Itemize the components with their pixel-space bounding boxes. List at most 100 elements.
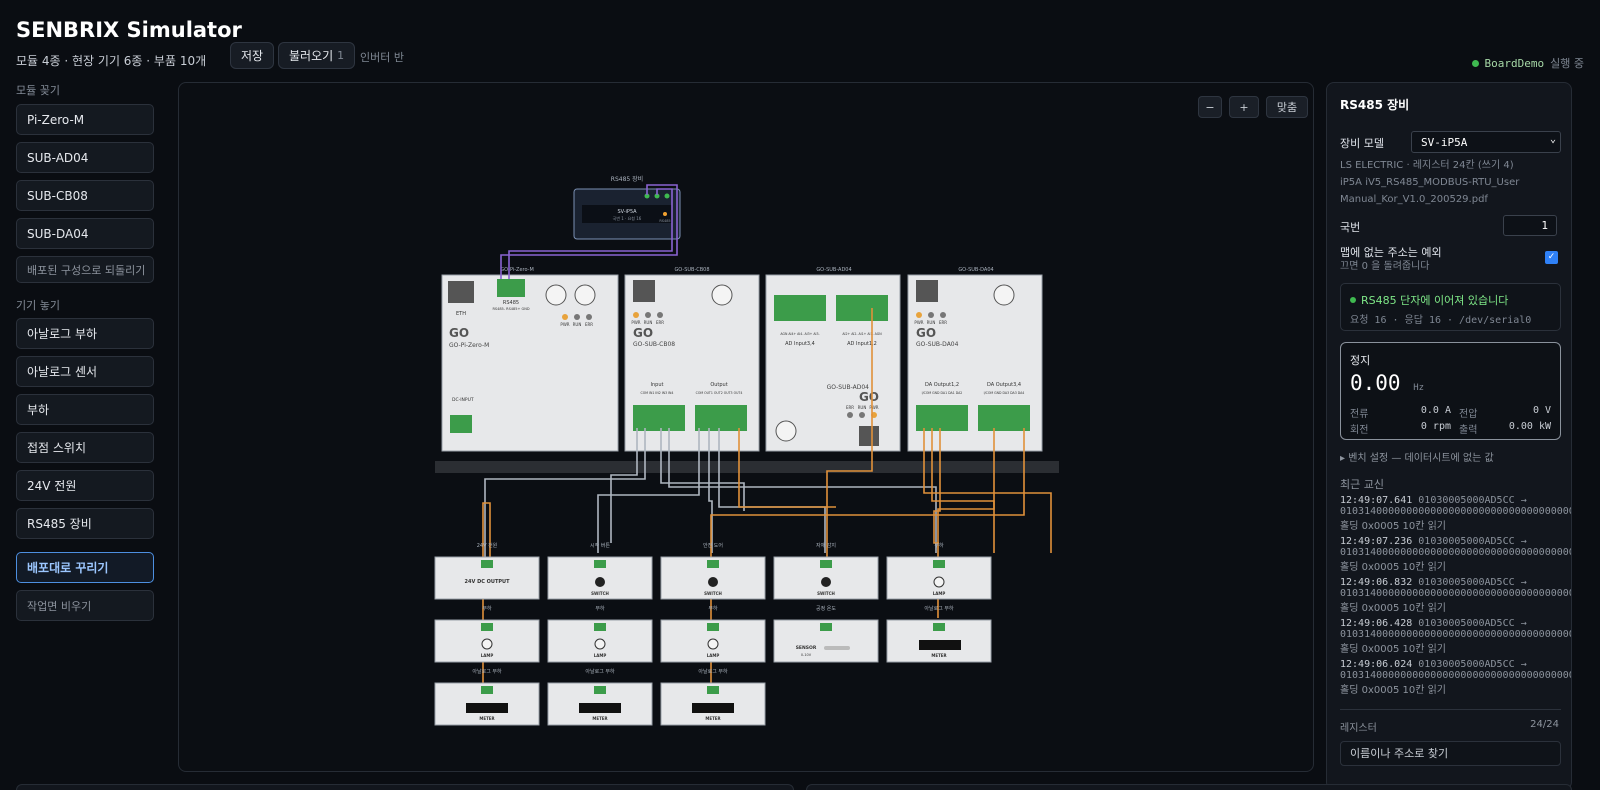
- dc-input-terminal-block[interactable]: [450, 415, 472, 433]
- rs485-terminal[interactable]: [664, 193, 670, 199]
- module-pi-zero-m-button[interactable]: Pi-Zero-M: [16, 104, 154, 135]
- signal-wire[interactable]: [708, 428, 713, 553]
- field-device-load[interactable]: 부하 LAMP: [886, 542, 992, 600]
- log-title: 최근 교신: [1340, 478, 1384, 491]
- switch-icon[interactable]: [595, 577, 605, 587]
- input-terminal-block[interactable]: [633, 405, 685, 431]
- terminal-block[interactable]: [820, 623, 832, 631]
- exception-checkbox[interactable]: ✓: [1545, 251, 1558, 264]
- save-button[interactable]: 저장: [230, 42, 275, 69]
- field-device-load[interactable]: 부하 LAMP: [547, 605, 653, 663]
- signal-wire[interactable]: [610, 428, 638, 543]
- terminal-block[interactable]: [933, 623, 945, 631]
- voltage-label: 전압: [1459, 409, 1478, 420]
- module-sub-ad04-button[interactable]: SUB-AD04: [16, 142, 154, 173]
- module-sub-da04-button[interactable]: SUB-DA04: [16, 218, 154, 249]
- analog-wire[interactable]: [923, 428, 1052, 553]
- field-device-load[interactable]: 부하 LAMP: [434, 605, 540, 663]
- field-device-process-temp[interactable]: 공정 온도 SENSOR 0-10V: [773, 605, 879, 663]
- analog-wire[interactable]: [826, 308, 873, 573]
- module-sub-cb08-button[interactable]: SUB-CB08: [16, 180, 154, 211]
- rotary-switch-icon[interactable]: [545, 284, 567, 306]
- terminal-block[interactable]: [594, 686, 606, 694]
- device-load-button[interactable]: 부하: [16, 394, 154, 425]
- switch-icon[interactable]: [708, 577, 718, 587]
- terminal-block[interactable]: [933, 560, 945, 568]
- terminal-block[interactable]: [594, 623, 606, 631]
- usb-port-icon[interactable]: [916, 280, 938, 302]
- device-24v-power-button[interactable]: 24V 전원: [16, 470, 154, 501]
- exception-label: 맵에 없는 주소는 예외: [1340, 246, 1442, 259]
- terminal-block[interactable]: [481, 560, 493, 568]
- terminal-block[interactable]: [707, 623, 719, 631]
- terminal-block[interactable]: [481, 623, 493, 631]
- field-device-material-detect[interactable]: 자재 감지 SWITCH: [773, 542, 879, 600]
- power-wire[interactable]: [738, 428, 836, 508]
- field-device-safety-door[interactable]: 안전 도어 SWITCH: [660, 542, 766, 600]
- revert-deployed-button[interactable]: 배포된 구성으로 되돌리기: [16, 256, 154, 283]
- field-device-analog-load[interactable]: 아날로그 부하 METER: [434, 668, 540, 726]
- ai-terminal-block[interactable]: [836, 295, 888, 321]
- da-terminal-block[interactable]: [916, 405, 968, 431]
- analog-wire[interactable]: [931, 428, 995, 553]
- field-device-analog-load[interactable]: 아날로그 부하 METER: [660, 668, 766, 726]
- terminal-block[interactable]: [594, 560, 606, 568]
- module-pi-zero-m[interactable]: GO-Pi-Zero-M ETH RS485 RS485- RS485+ GND…: [441, 267, 619, 452]
- module-sub-cb08[interactable]: GO-SUB-CB08 PWR RUN ERR GO GO-SUB-CB08 I…: [624, 267, 760, 452]
- ai-terminal-block[interactable]: [774, 295, 826, 321]
- field-device-start-button[interactable]: 시작 버튼 SWITCH: [547, 542, 653, 600]
- err-led-icon: [657, 312, 663, 318]
- terminal-block[interactable]: [820, 560, 832, 568]
- station-input[interactable]: 1: [1503, 215, 1557, 236]
- terminal-block[interactable]: [707, 560, 719, 568]
- da-terminal-block[interactable]: [978, 405, 1030, 431]
- bench-settings-toggle[interactable]: ▸ 벤치 설정 — 데이터시트에 없는 값: [1340, 453, 1494, 464]
- rotary-switch-icon[interactable]: [574, 284, 596, 306]
- rs485-terminal-block[interactable]: [497, 279, 525, 297]
- signal-wire[interactable]: [660, 428, 745, 511]
- signal-wire[interactable]: [597, 428, 700, 553]
- fit-button[interactable]: 맞춤: [1266, 96, 1308, 118]
- rotary-switch-icon[interactable]: [711, 284, 733, 306]
- signal-wire[interactable]: [484, 428, 646, 573]
- workspace-canvas[interactable]: − + 맞춤 RS485 장비 SV-iP5A 국번 1 · 요청 16 RS4…: [178, 82, 1314, 772]
- rotary-switch-icon[interactable]: [993, 284, 1015, 306]
- rs485-wire[interactable]: [500, 184, 678, 279]
- signal-wire[interactable]: [668, 428, 937, 553]
- rs485-device[interactable]: RS485 장비 SV-iP5A 국번 1 · 요청 16 RS485: [573, 175, 681, 240]
- field-device-load[interactable]: 부하 LAMP: [660, 605, 766, 663]
- rs485-activity-led-icon: [663, 212, 667, 216]
- devices-section-title: 기기 놓기: [16, 299, 60, 312]
- da-group-label: DA Output3,4: [987, 382, 1021, 388]
- device-analog-sensor-button[interactable]: 아날로그 센서: [16, 356, 154, 387]
- field-terminals[interactable]: [481, 560, 945, 694]
- zoom-out-button[interactable]: −: [1198, 96, 1222, 118]
- rs485-wire[interactable]: [508, 188, 673, 279]
- ethernet-port-icon[interactable]: [448, 281, 474, 303]
- deploy-build-button[interactable]: 배포대로 꾸리기: [16, 552, 154, 583]
- usb-port-icon[interactable]: [633, 280, 655, 302]
- switch-icon[interactable]: [821, 577, 831, 587]
- usb-port-icon[interactable]: [859, 426, 879, 446]
- device-rs485-button[interactable]: RS485 장비: [16, 508, 154, 539]
- analog-wire[interactable]: [933, 428, 941, 544]
- module-sub-ad04[interactable]: GO-SUB-AD04 AGN AI4+ AI4- AI3+ AI3- AI2+…: [765, 267, 901, 452]
- field-device-analog-load[interactable]: 아날로그 부하 METER: [547, 668, 653, 726]
- field-device-24v[interactable]: 24V 전원 24V DC OUTPUT: [434, 542, 540, 600]
- output-terminal-block[interactable]: [695, 405, 747, 431]
- device-analog-load-button[interactable]: 아날로그 부하: [16, 318, 154, 349]
- module-sub-da04[interactable]: GO-SUB-DA04 PWR RUN ERR GO GO-SUB-DA04 D…: [907, 267, 1043, 452]
- terminal-block[interactable]: [481, 686, 493, 694]
- zoom-in-button[interactable]: +: [1229, 96, 1259, 118]
- model-select[interactable]: SV-iP5A⌄: [1411, 131, 1561, 153]
- register-search-input[interactable]: 이름이나 주소로 찾기: [1340, 741, 1561, 766]
- rs485-terminal[interactable]: [654, 193, 660, 199]
- rotary-switch-icon[interactable]: [775, 420, 797, 442]
- rs485-terminal[interactable]: [644, 193, 650, 199]
- terminal-block[interactable]: [707, 686, 719, 694]
- wiring-board[interactable]: RS485 장비 SV-iP5A 국번 1 · 요청 16 RS485 GO-P…: [179, 83, 1314, 772]
- field-device-analog-load[interactable]: 아날로그 부하 METER: [886, 605, 992, 663]
- clear-workspace-button[interactable]: 작업면 비우기: [16, 590, 154, 621]
- device-contact-switch-button[interactable]: 접점 스위치: [16, 432, 154, 463]
